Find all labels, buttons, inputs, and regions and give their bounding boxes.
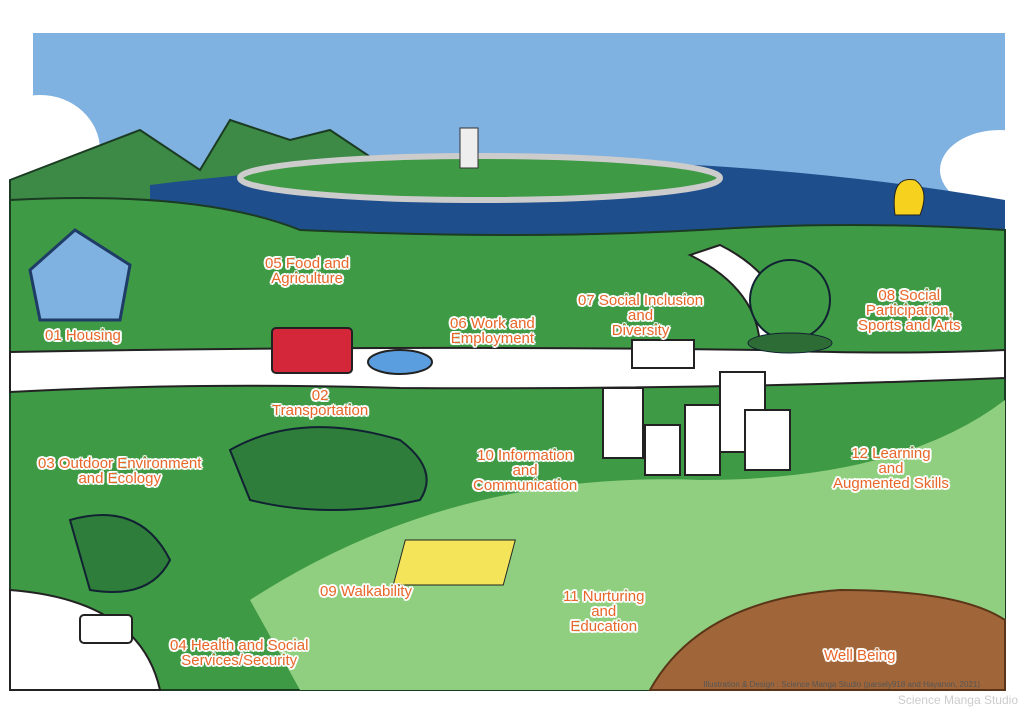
forest xyxy=(68,514,172,593)
label-line: Diversity xyxy=(611,322,670,339)
ambulance xyxy=(79,614,133,644)
tower xyxy=(459,127,479,169)
label-line: Education xyxy=(570,618,638,635)
buildings xyxy=(602,371,791,476)
label-line: and xyxy=(591,603,617,620)
label-line: and Ecology xyxy=(78,470,161,487)
label-line: 08 Social xyxy=(878,287,941,304)
car xyxy=(367,349,433,375)
label-line: 02 xyxy=(311,387,329,404)
label-line: 07 Social Inclusion xyxy=(578,292,704,309)
cobblestone-plaza xyxy=(648,588,1006,691)
truck xyxy=(631,339,695,369)
label-walkability: 09 Walkability xyxy=(320,584,412,599)
label-line: Services/Security xyxy=(181,652,298,669)
label-line: 03 Outdoor Environment xyxy=(38,455,202,472)
label-line: Employment xyxy=(450,330,535,347)
tree-planter xyxy=(747,332,833,354)
label-line: 06 Work and xyxy=(450,315,535,332)
bus xyxy=(271,327,353,374)
label-housing: 01 Housing xyxy=(45,328,121,343)
label-line: 01 Housing xyxy=(45,327,121,344)
label-line: Transportation xyxy=(272,402,369,419)
house-housing xyxy=(28,228,132,322)
label-line: and xyxy=(878,460,904,477)
cloud xyxy=(940,130,1024,210)
label-line: and xyxy=(628,307,654,324)
label-line: Agriculture xyxy=(271,270,343,287)
label-line: 10 Information xyxy=(477,447,574,464)
label-line: Communication xyxy=(473,477,578,494)
label-line: and xyxy=(512,462,538,479)
label-line: Participation, xyxy=(865,302,953,319)
label-wellbeing: Well Being xyxy=(824,648,895,663)
label-line: 05 Food and xyxy=(265,255,350,272)
label-line: 11 Nurturing xyxy=(563,588,645,605)
credit-text: Illustration & Design : Science Manga St… xyxy=(703,680,980,689)
label-line: Well Being xyxy=(824,647,896,664)
label-line: 04 Health and Social xyxy=(170,637,309,654)
label-line: Augmented Skills xyxy=(833,475,949,492)
label-line: Sports and Arts xyxy=(858,317,961,334)
label-line: 09 Walkability xyxy=(320,583,412,600)
label-line: 12 Learning xyxy=(851,445,931,462)
island xyxy=(237,153,723,203)
forest xyxy=(228,426,428,511)
tree xyxy=(749,259,831,341)
picnic-blanket xyxy=(392,539,516,586)
watermark: Science Manga Studio xyxy=(897,693,1018,707)
duck-statue xyxy=(893,178,925,216)
